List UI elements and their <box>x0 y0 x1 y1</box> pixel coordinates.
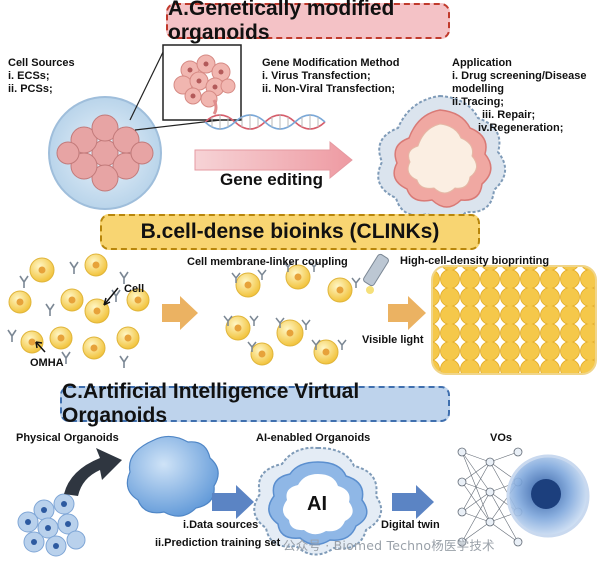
application-item: modelling <box>452 83 504 95</box>
gene-modification-item: i. Virus Transfection; <box>262 70 371 82</box>
cell-sources-block: Cell Sources i. ECSs; ii. PCSs; <box>8 57 75 96</box>
data-sources-arrow <box>212 485 254 519</box>
printing-arrow <box>388 296 426 330</box>
physical-organoid-cluster <box>17 493 86 557</box>
modified-organoid <box>377 94 506 224</box>
digital-twin-arrow <box>392 485 434 519</box>
section-b-title: B.cell-dense bioinks (CLINKs) <box>100 214 480 250</box>
curved-arrow-icon <box>64 448 122 496</box>
visible-light-label: Visible light <box>362 334 424 346</box>
linked-cells <box>223 261 361 366</box>
coupling-label: Cell membrane-linker coupling <box>187 256 348 268</box>
ai-organoid <box>253 446 383 556</box>
light-pen-icon <box>363 253 389 294</box>
omha-label: OMHA <box>30 357 64 369</box>
cell-source-item: i. ECSs; <box>8 70 50 82</box>
application-heading: Application <box>452 57 512 69</box>
gene-editing-arrow <box>194 140 353 180</box>
physical-organoids-label: Physical Organoids <box>16 432 119 444</box>
application-item: iii. Repair; <box>482 109 536 121</box>
application-item: i. Drug screening/Disease <box>452 70 587 82</box>
application-item: iv.Regeneration; <box>478 122 564 134</box>
dense-bioink <box>431 265 597 375</box>
vos-label: VOs <box>490 432 513 444</box>
cell-source-item: ii. PCSs; <box>8 83 53 95</box>
gene-editing-label: Gene editing <box>220 170 323 189</box>
gene-modification-heading: Gene Modification Method <box>262 57 400 69</box>
digital-twin-label: Digital twin <box>381 519 440 531</box>
organoid-zoom-inset <box>129 44 242 131</box>
section-c-title: C.Artificial Intelligence Virtual Organo… <box>60 380 450 427</box>
ai-label: AI <box>307 493 327 515</box>
organoid-blob <box>126 435 219 517</box>
data-sources-label: i.Data sources <box>183 519 259 531</box>
dna-helix-icon <box>204 114 326 130</box>
cell-sources-heading: Cell Sources <box>8 57 75 69</box>
gene-modification-item: ii. Non-Viral Transfection; <box>262 83 396 95</box>
virtual-organoid-sphere <box>506 454 590 538</box>
application-block: Application i. Drug screening/Disease mo… <box>452 57 587 135</box>
cell-source-dish <box>48 96 162 210</box>
ai-enabled-label: AI-enabled Organoids <box>256 432 371 444</box>
watermark: 公众号 · Biomed Techno杨医学技术 <box>283 538 495 553</box>
gene-modification-block: Gene Modification Method i. Virus Transf… <box>262 57 400 96</box>
training-set-label: ii.Prediction training set <box>155 537 281 549</box>
loose-cells <box>7 253 150 368</box>
coupling-arrow <box>162 296 198 330</box>
cell-label: Cell <box>124 283 145 295</box>
section-a-title: A.Genetically modified organoids <box>166 0 450 44</box>
printing-label: High-cell-density bioprinting <box>400 255 550 267</box>
application-item: ii.Tracing; <box>452 96 504 108</box>
